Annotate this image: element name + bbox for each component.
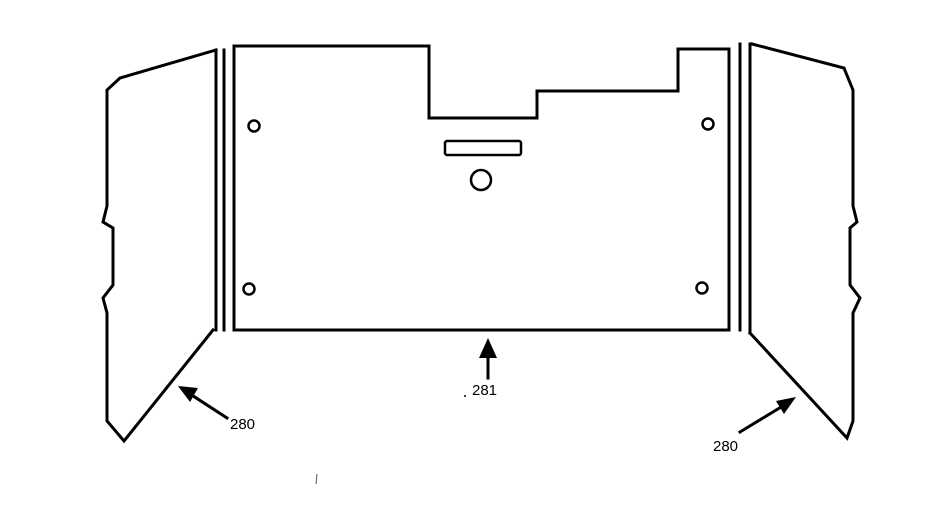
mounting-hole-bottom-right: [695, 281, 709, 295]
left-panel-outline: [101, 48, 218, 444]
mounting-hole-bottom-left: [242, 282, 256, 296]
right-side-panel: [738, 42, 862, 441]
center-hole: [469, 168, 493, 192]
center-panel-outline: [232, 44, 731, 332]
label-right-panel: 280: [713, 438, 738, 455]
center-panel: [232, 44, 731, 332]
leader-arrow-left: [178, 386, 230, 421]
leader-arrow-right: [737, 397, 796, 435]
slot-opening: [443, 139, 523, 157]
label-center-panel: 281: [472, 382, 497, 399]
scan-artifact: [315, 473, 318, 485]
scan-speck: [464, 395, 466, 397]
mounting-hole-top-right: [701, 117, 715, 131]
label-left-panel: 280: [230, 416, 255, 433]
right-panel-outline: [747, 42, 862, 441]
left-side-panel: [101, 48, 226, 444]
leader-arrow-center: [479, 338, 497, 380]
mounting-hole-top-left: [247, 119, 261, 133]
